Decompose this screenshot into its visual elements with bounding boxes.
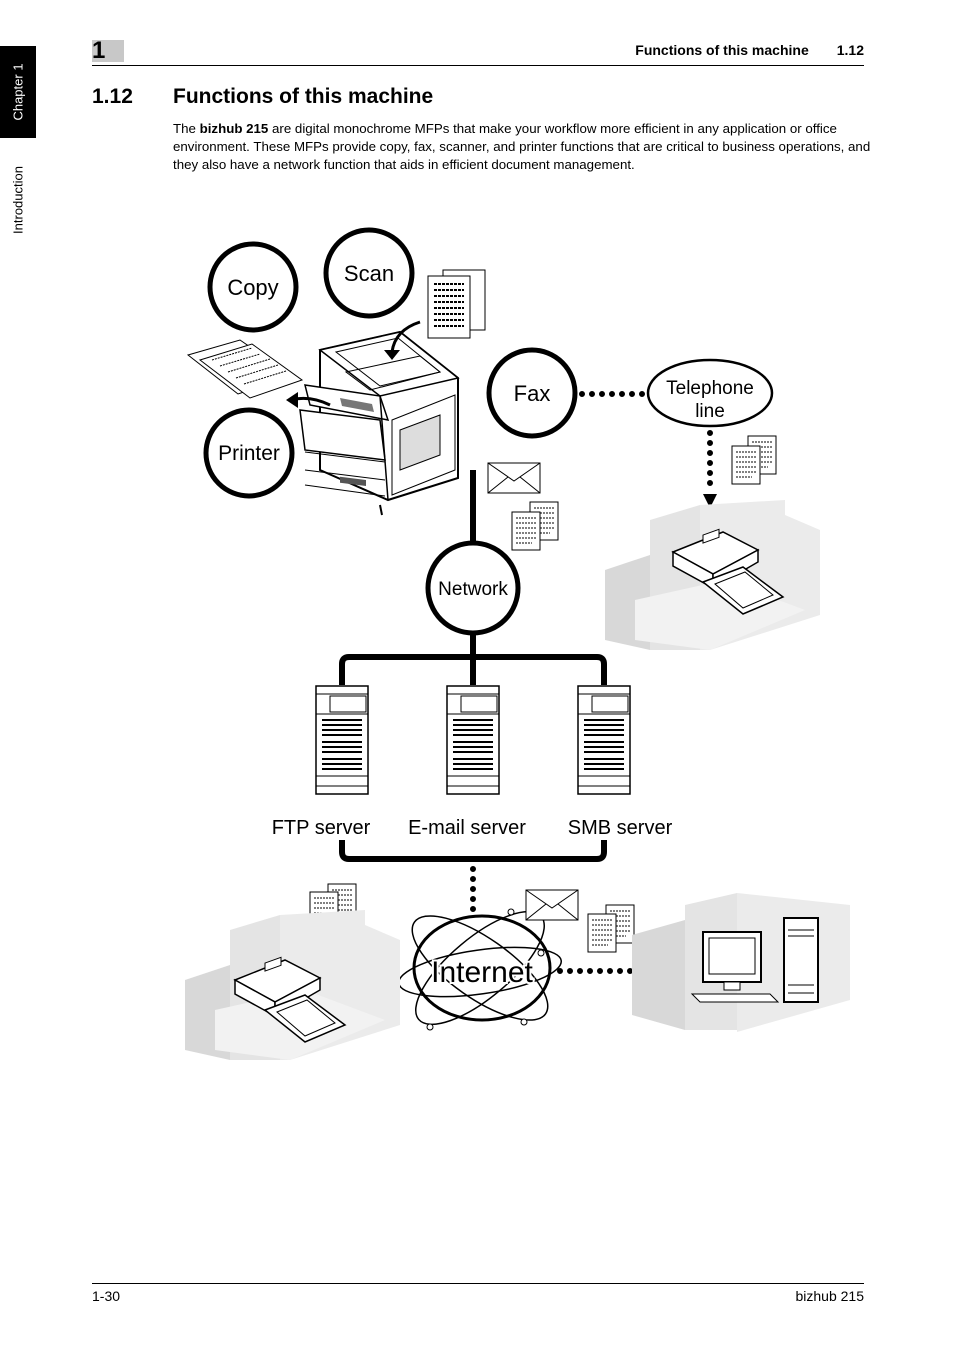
product-name: bizhub 215 — [199, 121, 269, 136]
chapter-number: 1 — [92, 37, 106, 64]
running-header: Functions of this machine 1.12 — [635, 42, 864, 58]
fax-label: Fax — [514, 381, 551, 406]
ftp-server-icon — [315, 685, 369, 795]
network-label: Network — [438, 579, 508, 600]
section-heading: 1.12 Functions of this machine — [92, 85, 433, 109]
fax-room-left — [185, 910, 400, 1060]
pc-room — [632, 893, 850, 1032]
printer-bubble — [203, 407, 295, 499]
telephone-line-label-2: line — [695, 401, 725, 422]
section-title: Functions of this machine — [173, 85, 434, 108]
intro-paragraph: The bizhub 215 are digital monochrome MF… — [173, 121, 871, 172]
mfp-device — [299, 330, 460, 516]
internet-label: Internet — [431, 956, 533, 989]
page-number: 1-30 — [92, 1288, 121, 1304]
header-rule — [92, 65, 864, 66]
functions-diagram: Copy Scan Printer Fax Telephone line Net… — [185, 227, 850, 1060]
product-footer: bizhub 215 — [795, 1288, 864, 1304]
header-number: 1.12 — [836, 42, 864, 58]
chapter-number-box: 1 — [92, 37, 124, 64]
fax-room-right — [605, 500, 820, 650]
internet-globe — [397, 908, 563, 1031]
section-tab: Introduction — [0, 150, 36, 250]
telephone-line-bubble — [646, 358, 774, 428]
header-title: Functions of this machine — [635, 42, 809, 58]
copy-output — [186, 339, 304, 399]
section-tab-label: Introduction — [10, 166, 26, 234]
ftp-server-label: FTP server — [272, 817, 371, 839]
copy-label: Copy — [227, 275, 278, 300]
email-server-label: E-mail server — [408, 817, 526, 839]
copy-bubble — [207, 241, 299, 333]
chapter-tab: Chapter 1 — [0, 46, 36, 138]
scan-bubble — [323, 227, 415, 319]
scan-documents — [427, 269, 486, 339]
chapter-tab-label: Chapter 1 — [10, 63, 26, 121]
section-number: 1.12 — [92, 85, 133, 108]
smb-server-label: SMB server — [568, 817, 673, 839]
fax-bubble — [486, 347, 578, 439]
smb-server-icon — [577, 685, 631, 795]
email-server-icon — [446, 685, 500, 795]
footer-rule — [92, 1283, 864, 1284]
telephone-line-label-1: Telephone — [666, 378, 754, 399]
scan-label: Scan — [344, 261, 394, 286]
printer-label: Printer — [218, 442, 280, 465]
